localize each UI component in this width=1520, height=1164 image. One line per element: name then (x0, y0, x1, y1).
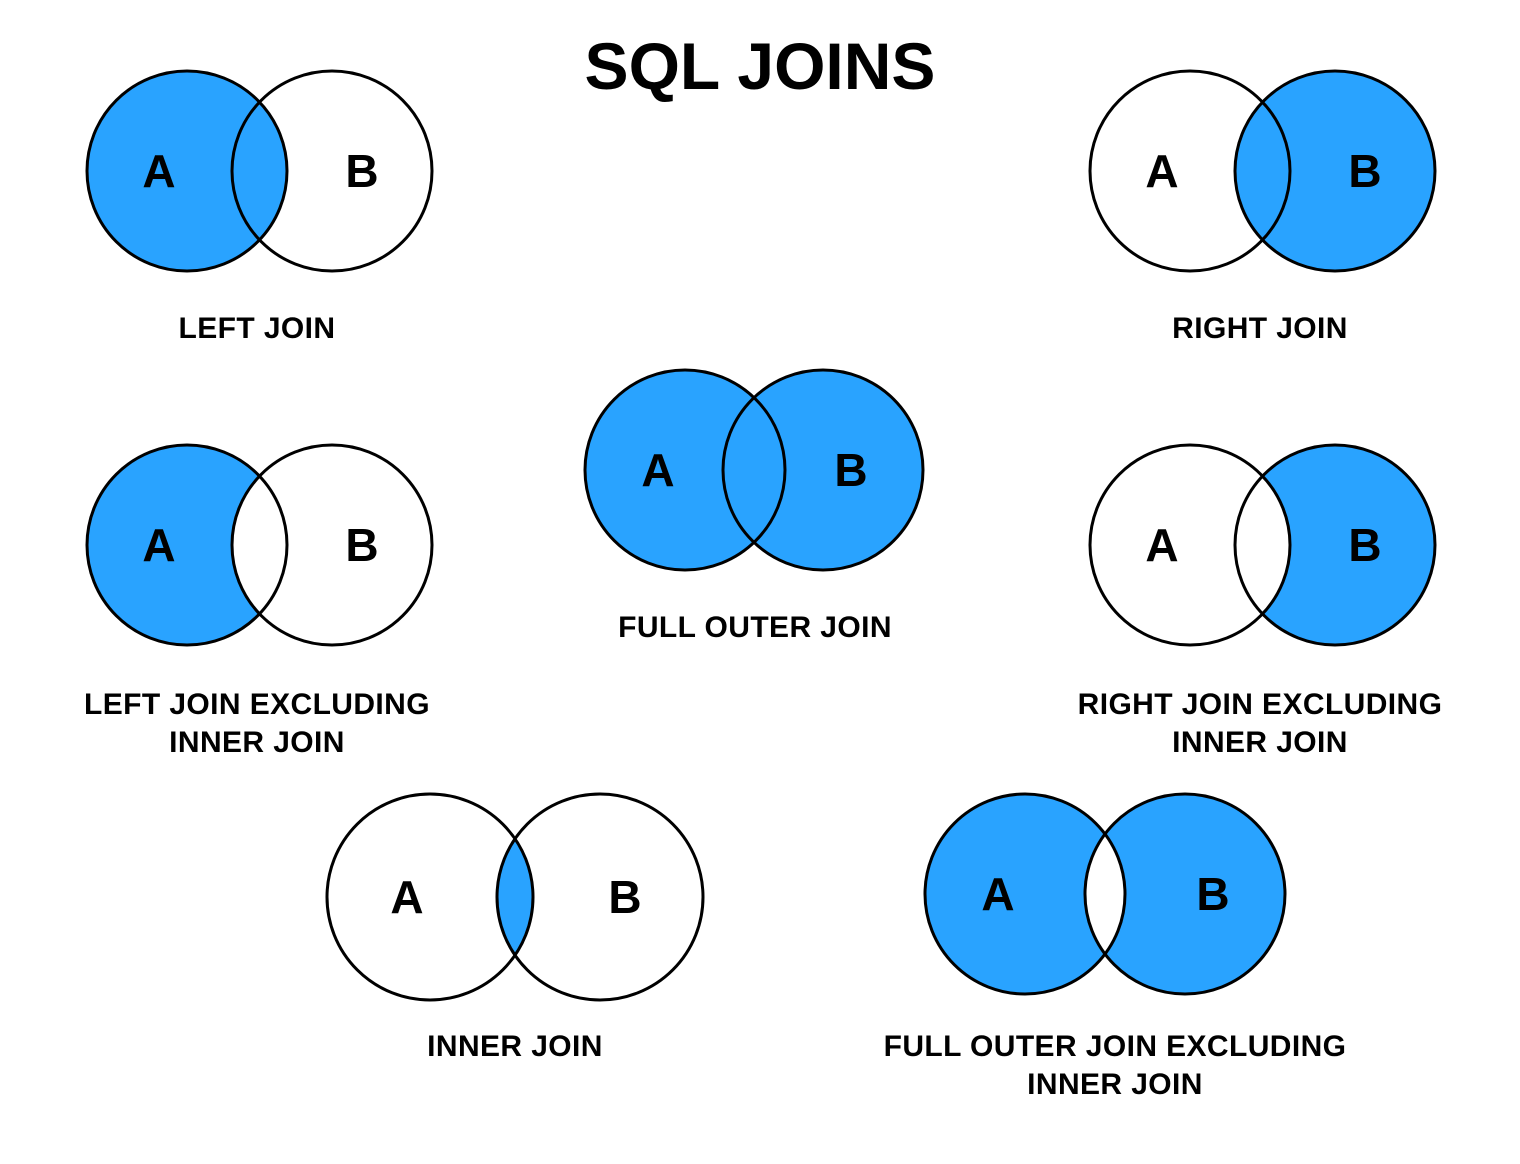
circle-b-outline (230, 69, 434, 273)
circle-a-outline (1088, 443, 1292, 647)
diagram-left-join-excluding-inner-join: A B LEFT JOIN EXCLUDING INNER JOIN (57, 420, 457, 761)
diagram-left-join: A B LEFT JOIN (57, 46, 457, 348)
diagram-caption-full-outer-join: FULL OUTER JOIN (618, 611, 892, 644)
diagram-caption-inner-join: INNER JOIN (427, 1030, 603, 1063)
region-a-only-fill (57, 420, 457, 670)
venn-left-join-excluding-inner: A B (57, 420, 457, 670)
set-label-a: A (981, 868, 1014, 920)
set-label-b: B (345, 145, 378, 197)
set-label-b: B (834, 444, 867, 496)
diagram-right-join: A B RIGHT JOIN (1060, 46, 1460, 348)
circle-b-outline (495, 792, 705, 1002)
circle-b-outline (1233, 443, 1437, 647)
venn-full-outer-join: A B (583, 368, 925, 572)
set-label-a: A (390, 871, 423, 923)
venn-inner-join: A B (325, 792, 705, 1002)
region-b-only-fill (1045, 420, 1475, 670)
set-label-a: A (142, 145, 175, 197)
venn-full-outer-join-excluding-inner: A B (835, 782, 1395, 1012)
diagram-caption-left-join: LEFT JOIN (178, 312, 336, 345)
venn-right-join: A B (1088, 69, 1437, 273)
set-label-b: B (345, 519, 378, 571)
page-title: SQL JOINS (584, 29, 936, 103)
set-label-b: B (1348, 145, 1381, 197)
region-symmetric-difference-fill (835, 782, 1395, 1012)
diagram-full-outer-join-excluding-inner-join: A B FULL OUTER JOIN EXCLUDING INNER JOIN (835, 782, 1395, 1103)
diagram-inner-join: A B INNER JOIN (315, 782, 715, 1066)
region-b-fill (1235, 71, 1435, 271)
diagram-caption-left-join-excluding-inner-join: LEFT JOIN EXCLUDING INNER JOIN (84, 688, 430, 759)
circle-a-outline (85, 69, 289, 273)
set-label-a: A (1145, 519, 1178, 571)
set-label-a: A (142, 519, 175, 571)
circle-a-outline (85, 443, 289, 647)
circle-b-outline (1083, 792, 1287, 996)
venn-right-join-excluding-inner: A B (1045, 420, 1475, 670)
diagram-caption-right-join: RIGHT JOIN (1172, 312, 1348, 345)
circle-a-outline (1088, 69, 1292, 273)
circle-a-outline (583, 368, 787, 572)
region-a-fill (87, 71, 287, 271)
circle-b-outline (721, 368, 925, 572)
set-label-b: B (1196, 868, 1229, 920)
diagram-caption-right-join-excluding-inner-join: RIGHT JOIN EXCLUDING INNER JOIN (1077, 688, 1443, 759)
diagram-caption-full-outer-join-excluding-inner-join: FULL OUTER JOIN EXCLUDING INNER JOIN (883, 1030, 1347, 1101)
circle-a-outline (923, 792, 1127, 996)
circle-a-outline (325, 792, 535, 1002)
venn-left-join: A B (85, 69, 434, 273)
set-label-a: A (641, 444, 674, 496)
circle-b-outline (1233, 69, 1437, 273)
diagram-right-join-excluding-inner-join: A B RIGHT JOIN EXCLUDING INNER JOIN (1045, 420, 1475, 761)
set-label-b: B (608, 871, 641, 923)
diagram-full-outer-join: A B FULL OUTER JOIN (555, 345, 955, 647)
set-label-b: B (1348, 519, 1381, 571)
set-label-a: A (1145, 145, 1178, 197)
circle-b-outline (230, 443, 434, 647)
